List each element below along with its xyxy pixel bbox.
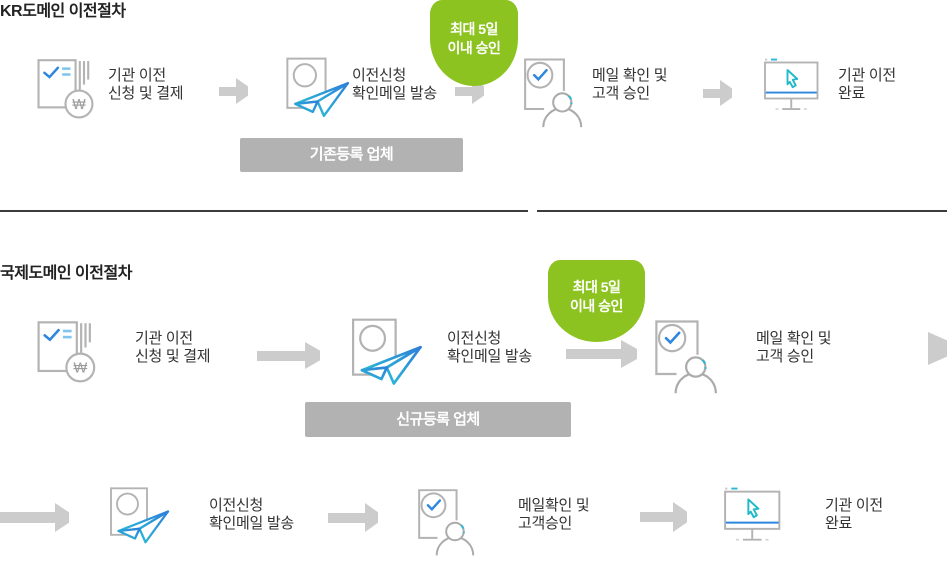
monitor-complete-icon: [762, 57, 822, 119]
send-mail-icon: [346, 317, 424, 388]
kr-step4-label: 기관 이전 완료: [838, 67, 896, 102]
document-won-icon: [36, 56, 100, 120]
kr-step1-label: 기관 이전 신청 및 결제: [108, 67, 184, 102]
flow-arrow-icon: [928, 332, 947, 365]
document-won-icon: [36, 318, 102, 384]
approval-time-badge: 최대 5일 이내 승인: [548, 260, 645, 342]
flow-arrow-icon: [703, 80, 732, 106]
flow-arrow-icon: [219, 78, 248, 104]
mail-approve-icon: [652, 318, 722, 395]
intl-r2-step2-label: 메일확인 및 고객승인: [518, 497, 590, 532]
send-mail-icon: [281, 56, 351, 120]
flow-arrow-icon: [640, 502, 687, 532]
flow-arrow-icon: [328, 503, 378, 532]
intl-r2-step1-label: 이전신청 확인메일 발송: [209, 497, 294, 532]
kr-step2-label: 이전신청 확인메일 발송: [352, 67, 437, 102]
section-divider: [537, 210, 947, 212]
flow-arrow-icon: [566, 340, 637, 368]
flow-arrow-icon: [257, 342, 320, 369]
kr-section-title: KR도메인 이전절차: [0, 3, 126, 20]
mail-approve-icon: [521, 56, 587, 129]
intl-r1-step2-label: 이전신청 확인메일 발송: [447, 330, 532, 365]
intl-r2-step3-label: 기관 이전 완료: [825, 497, 883, 532]
kr-step3-label: 메일 확인 및 고객 승인: [592, 67, 668, 102]
approval-time-badge: 최대 5일 이내 승인: [430, 0, 518, 86]
monitor-complete-icon: [722, 486, 784, 550]
section-divider: [0, 210, 528, 212]
mail-approve-icon: [415, 487, 479, 557]
send-mail-icon: [105, 486, 171, 546]
new-registrar-tag: 신규등록 업체: [305, 402, 571, 437]
intl-r1-step1-label: 기관 이전 신청 및 결제: [135, 330, 211, 365]
existing-registrar-tag: 기존등록 업체: [240, 138, 463, 172]
flow-arrow-icon: [0, 503, 69, 532]
intl-section-title: 국제도메인 이전절차: [0, 265, 132, 282]
intl-r1-step3-label: 메일 확인 및 고객 승인: [756, 330, 832, 365]
